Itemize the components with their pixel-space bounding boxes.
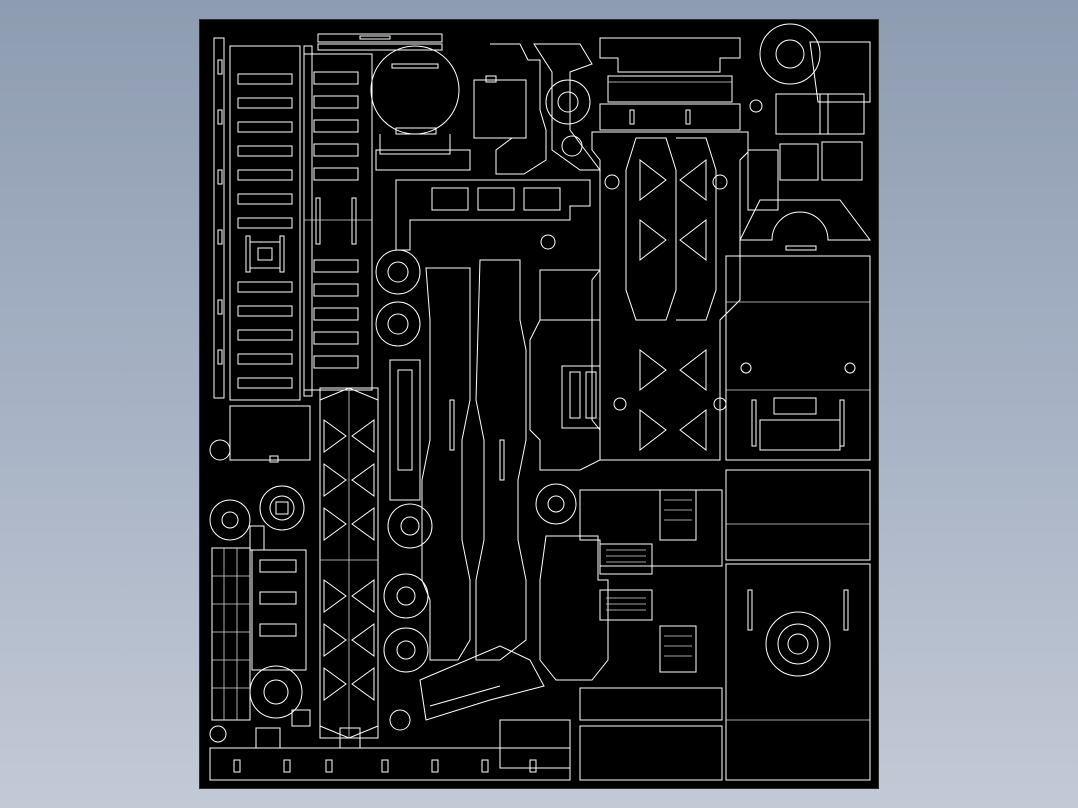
cad-linework	[209, 23, 871, 781]
upper-right-parts	[739, 23, 871, 251]
upper-long-frame	[591, 37, 749, 461]
center-top-frame	[395, 43, 601, 251]
center-lower-frames	[375, 234, 723, 781]
small-cell-grid	[211, 547, 251, 721]
large-disc-part	[370, 45, 471, 171]
left-lower-parts	[209, 405, 311, 743]
bottom-strip-parts	[209, 719, 571, 781]
right-large-panels	[725, 255, 871, 781]
cad-drawing-canvas[interactable]	[199, 19, 879, 789]
left-strip-parts	[213, 37, 313, 401]
slat-panel	[303, 53, 373, 391]
left-truss-panel	[319, 359, 433, 739]
top-bar-parts	[317, 33, 443, 51]
